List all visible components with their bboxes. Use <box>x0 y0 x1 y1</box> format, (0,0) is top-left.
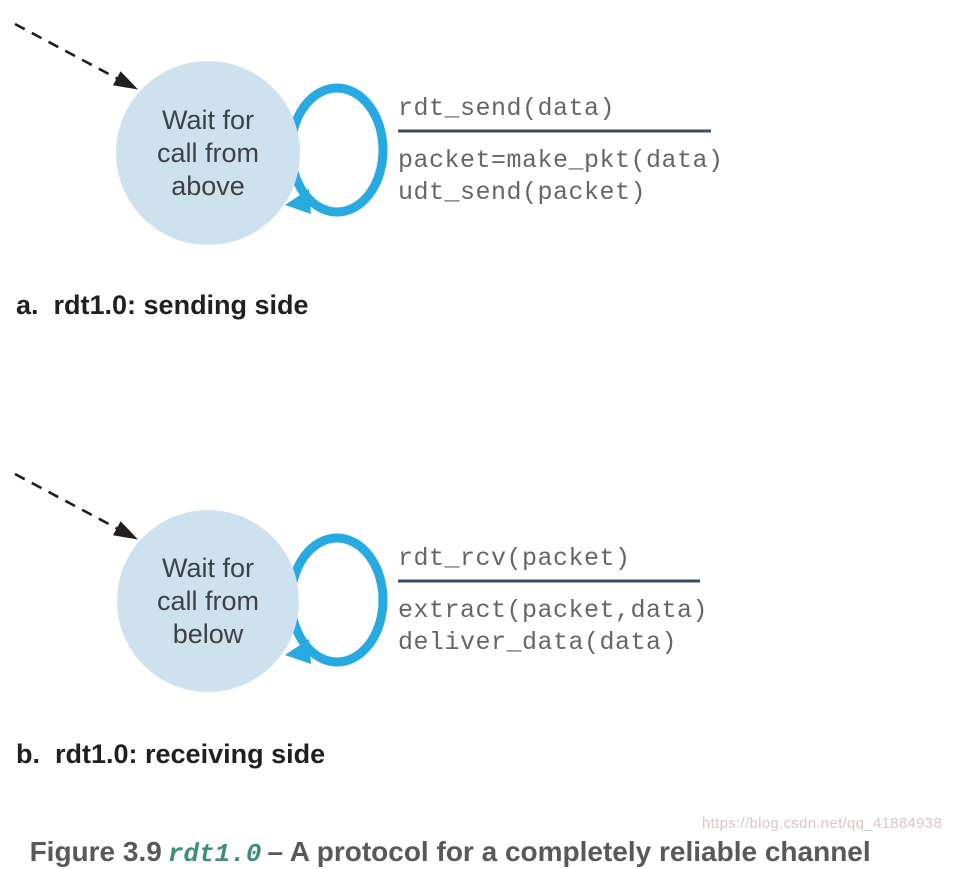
self-loop-arrowhead-icon <box>285 189 311 214</box>
caption-receiving-side: b. rdt1.0: receiving side <box>16 739 326 769</box>
fsm-b <box>14 472 700 692</box>
state-label-line: Wait for <box>161 105 254 135</box>
csdn-watermark: https://blog.csdn.net/qq_41884938 <box>702 815 943 832</box>
state-label-line: call from <box>156 138 259 168</box>
caption-sending-side: a. rdt1.0: sending side <box>16 290 309 320</box>
state-circle-wait-call-below <box>117 510 299 692</box>
state-label-line: below <box>172 619 244 649</box>
state-label-wait-call-below: Wait for call from below <box>108 552 308 651</box>
transition-action-b-2: deliver_data(data) <box>398 628 678 657</box>
fsm-shapes-layer <box>14 22 711 692</box>
initial-state-dashed-arrow <box>14 22 121 82</box>
initial-state-dashed-arrow <box>14 472 121 532</box>
figure-page: { "palette": { "state_fill": "#cde1ee", … <box>14 22 943 869</box>
self-loop-arrowhead-icon <box>285 639 311 664</box>
transition-action-b-1: extract(packet,data) <box>398 596 709 625</box>
state-label-line: Wait for <box>161 553 254 583</box>
figure-caption-title: – A protocol for a completely reliable c… <box>267 836 871 867</box>
figure-caption-protocol-name: rdt1.0 <box>167 839 262 869</box>
state-label-line: above <box>171 171 245 201</box>
state-label-line: call from <box>156 586 259 616</box>
figure-caption-number: Figure 3.9 <box>29 836 162 867</box>
fsm-a <box>14 22 711 245</box>
state-circle-wait-call-above <box>116 61 300 245</box>
state-label-wait-call-above: Wait for call from above <box>108 104 308 203</box>
transition-event-b: rdt_rcv(packet) <box>398 544 631 573</box>
initial-state-arrowhead-icon <box>113 521 138 540</box>
initial-state-arrowhead-icon <box>113 71 138 90</box>
transition-action-a-1: packet=make_pkt(data) <box>398 146 724 175</box>
transition-action-a-2: udt_send(packet) <box>398 178 647 207</box>
transition-event-a: rdt_send(data) <box>398 94 616 123</box>
